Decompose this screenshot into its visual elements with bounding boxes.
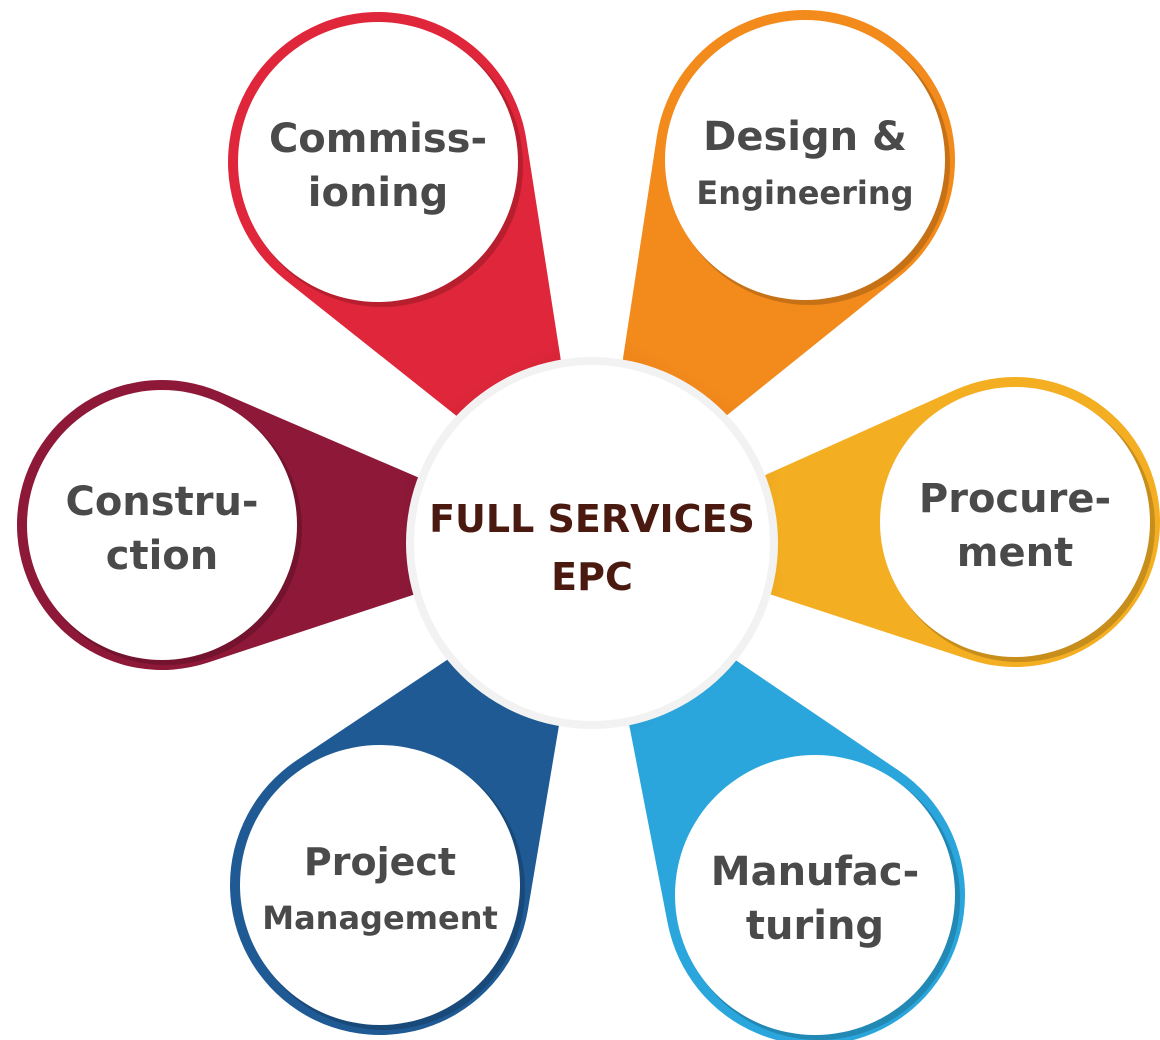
petal-label-line: Constru- xyxy=(65,479,258,525)
petal-group: Commiss-ioning Design & EngineeringProcure… xyxy=(17,10,1160,1040)
petal-label-line: Engineering xyxy=(696,174,913,212)
petal-inner-circle xyxy=(240,745,520,1025)
center-hub-circle xyxy=(414,365,770,721)
petal-construction: Constru-ction xyxy=(17,380,571,670)
petal-inner-circle xyxy=(665,20,945,300)
petal-label-line: ction xyxy=(106,533,219,579)
petal-label-line: Project xyxy=(304,840,456,884)
petal-inner-circle xyxy=(880,387,1150,657)
petal-label-line: ioning xyxy=(308,170,449,216)
petal-label-line: Procure- xyxy=(919,476,1111,522)
petal-label-line: Commiss- xyxy=(269,116,487,162)
petal-procurement: Procure-ment xyxy=(613,377,1160,667)
petal-label-line: Management xyxy=(262,899,498,937)
petal-label-line: ment xyxy=(957,530,1073,576)
center-hub: FULL SERVICES EPC xyxy=(406,357,778,729)
petal-inner-circle xyxy=(238,22,518,302)
petal-label-line: turing xyxy=(746,903,884,949)
center-title-line1: FULL SERVICES xyxy=(429,497,755,541)
petal-inner-circle xyxy=(27,390,297,660)
petal-label-line: Design & xyxy=(703,114,907,160)
petal-inner-circle xyxy=(675,755,955,1035)
center-title-line2: EPC xyxy=(551,555,633,599)
petal-label-line: Manufac- xyxy=(711,849,919,895)
